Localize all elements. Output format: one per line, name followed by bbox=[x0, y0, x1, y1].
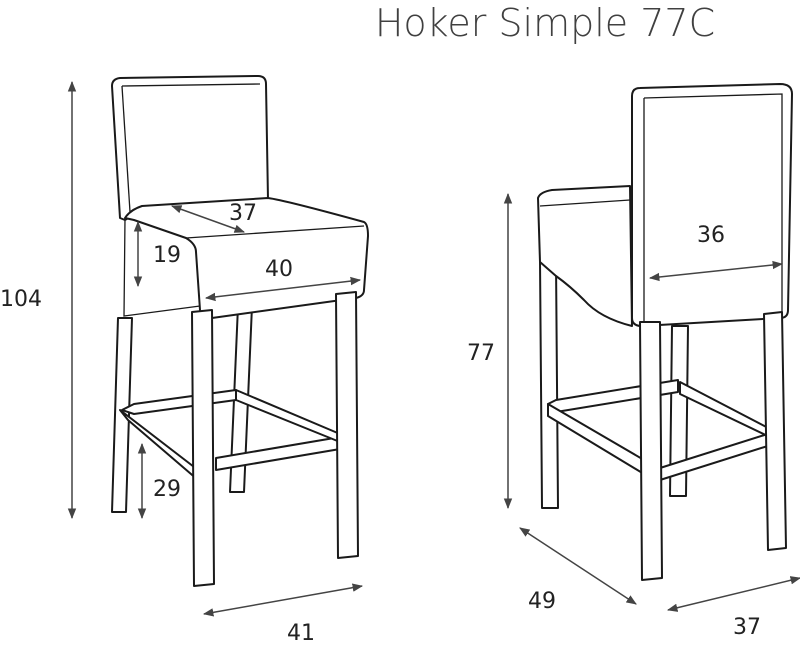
back-base-width-arrow bbox=[666, 576, 800, 612]
back-front-legs bbox=[639, 311, 787, 581]
back-base-depth-arrow bbox=[519, 527, 637, 605]
front-cushion-label: 19 bbox=[153, 243, 181, 268]
back-view-stool: 77 36 49 37 bbox=[467, 83, 800, 640]
front-seat-width-label: 40 bbox=[265, 257, 293, 282]
front-leg-span-arrow bbox=[202, 583, 364, 617]
front-front-legs bbox=[191, 291, 359, 587]
front-seat-width-arrow bbox=[204, 276, 362, 302]
back-base-width-label: 37 bbox=[733, 615, 761, 640]
back-footrest-rails bbox=[547, 379, 777, 481]
front-footrest-label: 29 bbox=[153, 477, 181, 502]
front-seat-depth-label: 37 bbox=[229, 201, 257, 226]
front-seat-depth-arrow bbox=[171, 205, 245, 233]
front-leg-span-label: 41 bbox=[287, 621, 315, 646]
back-rear-legs bbox=[539, 259, 689, 509]
back-seat-height-label: 77 bbox=[467, 341, 495, 366]
front-backrest bbox=[111, 75, 269, 221]
back-seat-cushion bbox=[537, 185, 633, 327]
diagram-title: Hoker Simple 77C bbox=[375, 1, 715, 45]
back-base-depth-label: 49 bbox=[528, 589, 556, 614]
back-backrest bbox=[631, 83, 793, 327]
back-width-label: 36 bbox=[697, 223, 725, 248]
back-width-arrow bbox=[648, 260, 784, 282]
front-total-height-label: 104 bbox=[0, 287, 42, 312]
front-view-stool: 104 37 19 40 29 41 bbox=[0, 75, 369, 646]
